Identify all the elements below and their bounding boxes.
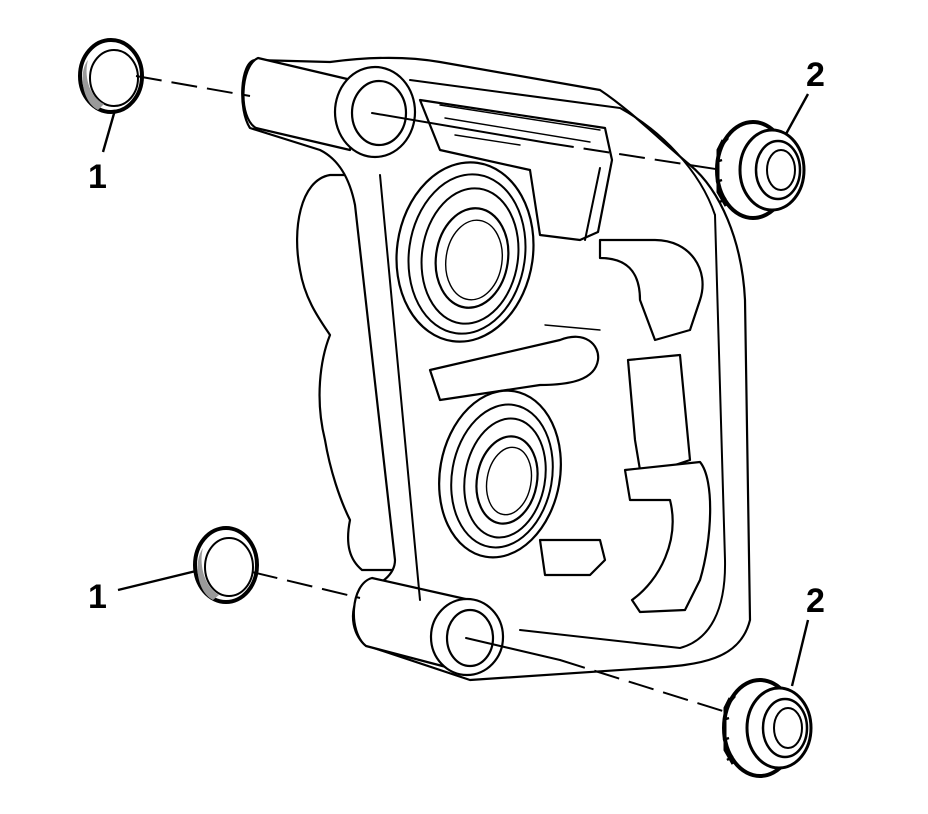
callout-2-upper: 2 <box>806 56 825 94</box>
pad-retainer-middle <box>626 353 692 472</box>
upper-boss-bore <box>350 79 408 147</box>
lower-tab <box>538 538 607 577</box>
bolt-boot-upper <box>715 120 806 220</box>
inner-frame-top <box>409 79 716 216</box>
inner-frame-left <box>379 174 421 601</box>
upper-piston <box>395 161 535 343</box>
pad-abutment-upper <box>598 238 704 342</box>
callout-1-upper: 1 <box>88 158 107 196</box>
callout-2-lower: 2 <box>806 582 825 620</box>
assembly-axes <box>135 75 727 713</box>
inner-frame-right <box>519 214 727 649</box>
axis-lower-boot <box>559 659 727 713</box>
leader-upper-1 <box>101 109 117 153</box>
leader-lines <box>101 93 810 687</box>
bushing-lower <box>193 526 259 604</box>
leader-lower-2 <box>790 619 810 687</box>
axis-lower-through <box>465 637 561 661</box>
leader-upper-2 <box>784 93 810 135</box>
upper-bridge <box>418 98 614 242</box>
upper-slide-boss <box>242 56 362 152</box>
axis-upper-bushing <box>135 75 251 97</box>
bushing-upper <box>78 38 144 114</box>
leader-lower-1 <box>117 569 197 592</box>
bolt-boot-lower <box>722 678 813 778</box>
callout-1-lower: 1 <box>88 578 107 616</box>
caliper-housing <box>241 56 752 682</box>
axis-lower-bushing <box>251 571 361 599</box>
pad-abutment-lower <box>623 460 712 614</box>
middle-bridge <box>428 335 600 402</box>
axis-upper-boot <box>547 142 723 171</box>
axis-upper-through <box>371 112 549 144</box>
lower-piston <box>438 389 562 559</box>
